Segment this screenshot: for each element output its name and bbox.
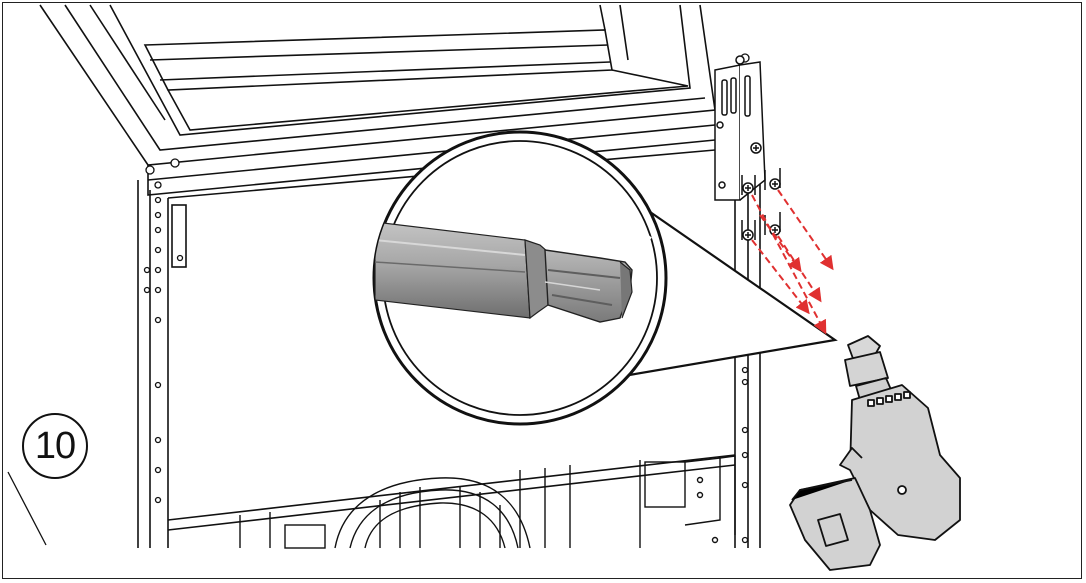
direction-arrows: [751, 189, 834, 335]
rail-holes: [143, 53, 750, 544]
step-number-badge: 10: [22, 413, 88, 479]
edge-line: [7, 471, 47, 546]
torx-bit-icon: [374, 221, 633, 323]
lower-mechanism: [239, 455, 736, 549]
cordless-drill-icon: [789, 335, 961, 571]
appliance-top: [39, 4, 716, 196]
hinge-bracket: [714, 55, 781, 241]
